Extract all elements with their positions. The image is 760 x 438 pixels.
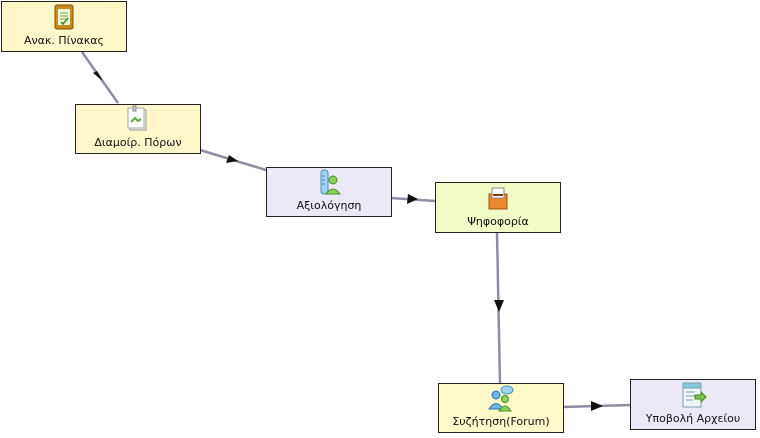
assessment-icon bbox=[320, 169, 341, 195]
node-shared-resources[interactable]: Διαμοίρ. Πόρων bbox=[75, 104, 201, 154]
arrowhead-4 bbox=[494, 300, 504, 312]
node-label: Ανακ. Πίνακας bbox=[24, 34, 104, 47]
node-label: Αξιολόγηση bbox=[296, 199, 362, 212]
node-file-upload[interactable]: Υποβολή Αρχείου bbox=[630, 379, 756, 430]
node-label: Συζήτηση(Forum) bbox=[452, 415, 550, 428]
forum-icon bbox=[488, 385, 514, 412]
node-label: Υποβολή Αρχείου bbox=[645, 412, 741, 425]
file-upload-icon bbox=[682, 382, 707, 408]
arrowhead-1 bbox=[93, 71, 103, 81]
node-label: Διαμοίρ. Πόρων bbox=[94, 136, 182, 149]
notice-board-icon bbox=[54, 4, 74, 30]
arrowhead-3 bbox=[407, 194, 418, 204]
node-voting[interactable]: Ψηφοφορία bbox=[435, 182, 561, 233]
node-notice-board[interactable]: Ανακ. Πίνακας bbox=[1, 1, 127, 52]
voting-icon bbox=[488, 187, 508, 210]
arrowhead-5 bbox=[591, 401, 603, 411]
node-label: Ψηφοφορία bbox=[467, 215, 529, 228]
node-forum[interactable]: Συζήτηση(Forum) bbox=[438, 383, 564, 433]
arrowhead-2 bbox=[226, 155, 238, 163]
shared-resources-icon bbox=[127, 105, 147, 131]
node-assessment[interactable]: Αξιολόγηση bbox=[266, 167, 392, 217]
